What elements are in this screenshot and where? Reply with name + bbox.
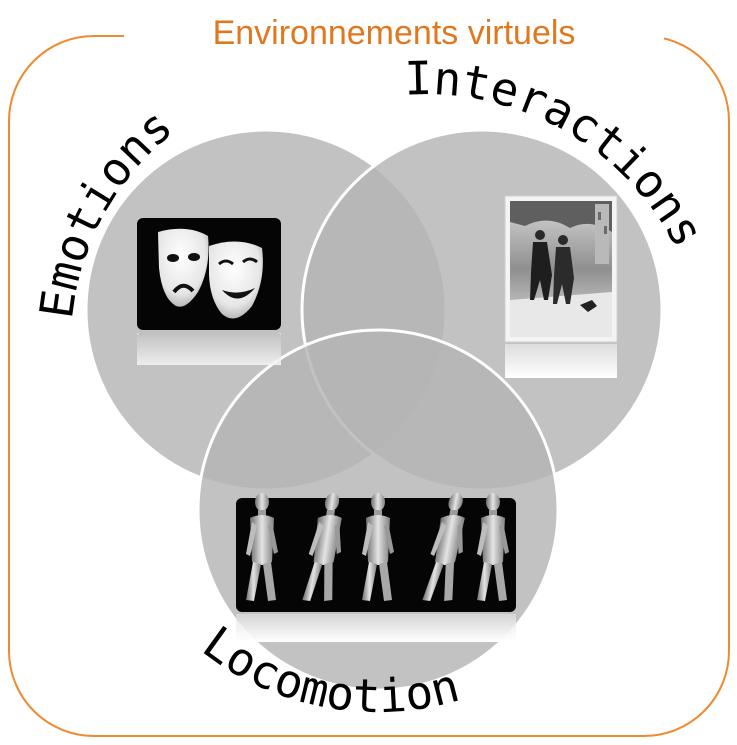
theatre-masks-image bbox=[137, 218, 281, 330]
walking-figures-sequence bbox=[236, 493, 516, 612]
theatre-masks-reflection bbox=[137, 333, 281, 365]
frame-title: Environnements virtuels bbox=[124, 8, 664, 58]
walking-figures-reflection bbox=[236, 614, 516, 642]
walking-couple-photo bbox=[504, 195, 618, 343]
walking-couple-reflection bbox=[505, 344, 617, 378]
